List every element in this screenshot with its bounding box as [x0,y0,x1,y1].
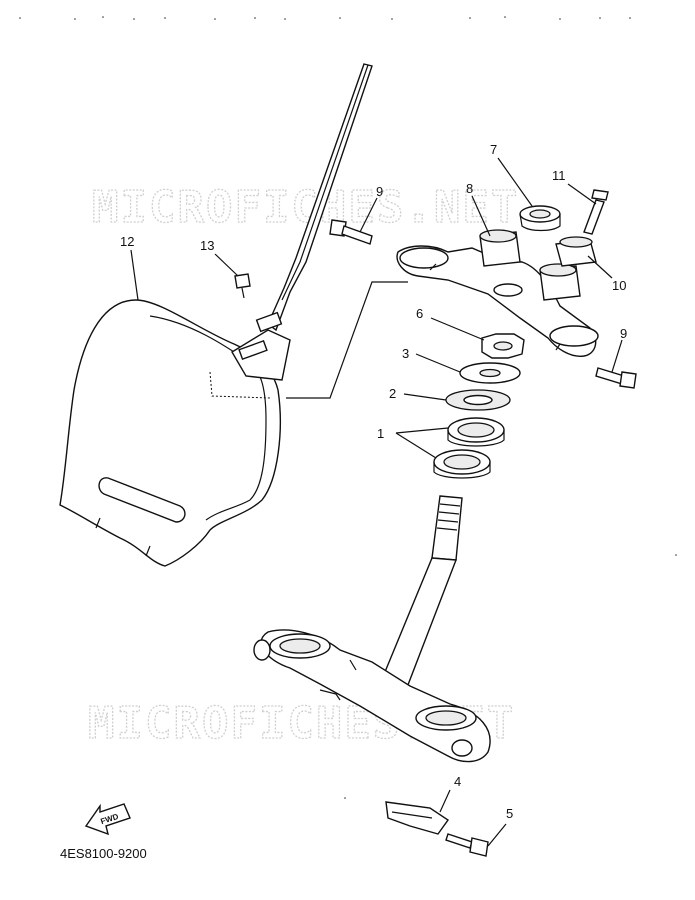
handlebar-cap-7-part [519,205,561,232]
callout-labels: 1 2 3 4 5 6 7 8 9 9 10 11 12 13 [120,142,627,821]
guide-4-part [385,801,449,835]
callout-6: 6 [416,306,423,321]
bolt-9a-part [329,219,373,245]
number-plate-part [59,63,408,567]
watermark-top: MICROFICHES.NET [92,182,519,233]
callout-9-upper: 9 [376,184,383,199]
scan-speckle [19,16,677,799]
bolt-5-part [445,833,489,857]
washer-3-part [459,362,521,384]
upper-bracket-part [396,229,599,357]
callout-10: 10 [612,278,626,293]
bolt-11-part [583,189,609,235]
callout-9-lower: 9 [620,326,627,341]
nut-6-part [481,333,525,359]
holder-10-part [555,236,597,267]
callout-12: 12 [120,234,134,249]
bearing-1-part [433,417,505,479]
bolt-13-part [234,273,251,299]
callout-13: 13 [200,238,214,253]
callout-5: 5 [506,806,513,821]
callout-2: 2 [389,386,396,401]
callout-8: 8 [466,181,473,196]
bolt-9b-part [595,367,637,389]
callout-3: 3 [402,346,409,361]
seal-2-part [445,389,511,411]
callout-1: 1 [377,426,384,441]
callout-4: 4 [454,774,461,789]
callout-11: 11 [552,168,566,183]
drawing-code: 4ES8100-9200 [60,846,147,861]
steering-stem-part [253,495,491,763]
leader-lines [130,157,623,847]
callout-7: 7 [490,142,497,157]
fwd-arrow-icon: FWD [84,803,131,836]
